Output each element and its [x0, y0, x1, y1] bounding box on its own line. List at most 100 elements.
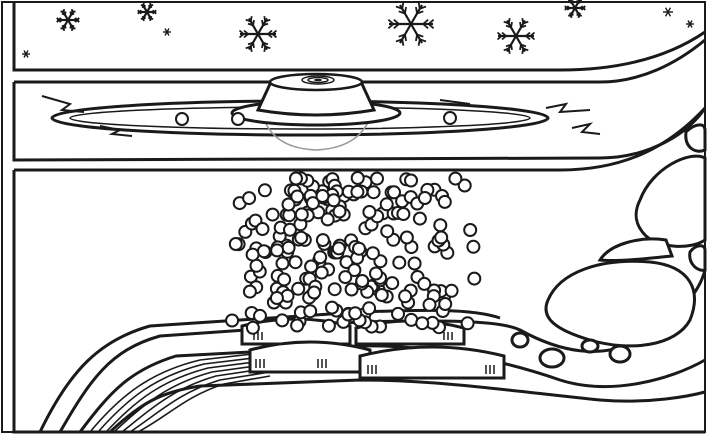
floating-deicer-icon	[230, 72, 402, 151]
air-bubble-icon	[463, 223, 478, 237]
air-bubble-icon	[332, 204, 347, 219]
air-bubble-icon	[249, 258, 264, 273]
air-bubble-icon	[257, 183, 272, 198]
air-bubble-icon	[291, 281, 306, 296]
snowflake-icon	[163, 28, 171, 36]
snowflake-icon	[564, 0, 586, 19]
air-bubble-icon	[374, 288, 389, 302]
air-bubble-icon	[290, 318, 305, 333]
air-bubble-icon	[417, 276, 432, 291]
snowflake-icon	[387, 2, 435, 46]
rock-icon	[510, 123, 707, 369]
air-bubble-icon	[303, 304, 318, 319]
air-bubble-icon	[387, 185, 401, 200]
air-bubble-icon	[460, 316, 475, 331]
frame-border	[1, 1, 706, 433]
air-bubble-icon	[294, 230, 309, 245]
air-bubble-icon	[304, 259, 319, 274]
air-bubble-icon	[290, 189, 305, 204]
air-bubble-icon	[315, 233, 330, 248]
underwater-panel	[12, 106, 707, 434]
air-bubble-icon	[331, 241, 346, 256]
snowflake-icon	[56, 8, 80, 32]
diffuser-front-right	[358, 345, 506, 380]
air-bubble-icon	[320, 212, 335, 227]
air-bubble-icon	[281, 197, 296, 212]
air-bubble-icon	[444, 283, 459, 298]
air-bubble-icon	[327, 282, 342, 297]
air-bubble-icon	[467, 271, 482, 286]
air-bubble-icon	[366, 185, 381, 200]
air-bubble-icon	[313, 250, 328, 265]
air-bubble-icon	[434, 230, 449, 245]
snowflake-icon	[686, 20, 694, 28]
air-bubble-icon	[265, 207, 280, 222]
air-bubble-icon	[315, 189, 330, 203]
air-bubble-icon	[225, 313, 240, 328]
air-bubble-icon	[362, 205, 377, 219]
air-bubble-icon	[307, 285, 322, 300]
air-bubble-icon	[314, 265, 329, 280]
air-bubble-icon	[325, 300, 339, 315]
air-bubble-icon	[289, 171, 303, 186]
air-bubble-icon	[379, 197, 394, 212]
snowflake-icon	[663, 7, 673, 17]
air-bubble-icon	[438, 297, 453, 311]
air-bubble-icon	[305, 196, 320, 211]
air-bubble-icon	[275, 256, 290, 271]
air-bubble-icon	[256, 244, 271, 259]
air-bubble-icon	[348, 306, 363, 321]
air-bubble-icon	[422, 297, 437, 312]
air-bubble-icon	[407, 256, 422, 271]
air-bubble-icon	[269, 291, 284, 305]
air-bubble-icon	[404, 173, 418, 188]
air-bubble-icon	[326, 193, 341, 208]
air-bubble-icon	[355, 274, 370, 288]
snowflake-icon	[238, 16, 278, 52]
air-bubble-icon	[255, 222, 270, 236]
air-bubble-icon	[433, 218, 448, 233]
air-tubing-icon	[89, 351, 271, 433]
air-bubble-icon	[321, 318, 336, 333]
air-bubble-icon	[245, 247, 260, 262]
air-bubble-icon	[283, 222, 297, 237]
air-bubble-icon	[437, 194, 452, 209]
air-bubble-icon	[228, 237, 243, 251]
snowflake-icon	[22, 50, 30, 58]
air-bubble-icon	[338, 270, 353, 285]
air-bubble-icon	[281, 240, 296, 255]
air-bubble-icon	[365, 246, 380, 261]
air-bubble-icon	[288, 255, 303, 270]
snowflake-icon	[496, 18, 536, 54]
air-bubble-icon	[362, 301, 377, 316]
air-bubble-icon	[352, 241, 366, 256]
air-bubble-icon	[245, 320, 260, 335]
air-bubble-icon	[242, 191, 257, 206]
air-bubble-icon	[399, 230, 414, 245]
air-bubble-icon	[392, 255, 407, 270]
air-bubble-icon	[277, 272, 292, 287]
air-bubble-icon	[398, 289, 413, 304]
air-bubble-icon	[448, 171, 463, 186]
air-bubble-icon	[253, 308, 267, 323]
air-bubble-icon	[294, 207, 309, 222]
air-bubble-icon	[270, 243, 285, 258]
air-bubble-icon	[242, 284, 257, 299]
air-bubble-icon	[412, 211, 427, 226]
ice-crack-icon	[41, 95, 601, 137]
air-bubble-icon	[350, 184, 365, 199]
snowflake-icon	[137, 2, 157, 22]
air-bubbles-cluster	[225, 171, 482, 335]
winter-sky-panel	[2, 0, 706, 72]
diffuser-front-left	[248, 340, 372, 374]
air-bubble-icon	[369, 266, 383, 281]
air-bubble-icon	[385, 276, 400, 291]
air-bubble-icon	[417, 191, 432, 205]
air-bubble-icon	[350, 171, 365, 185]
air-bubble-icon	[415, 316, 430, 331]
air-bubble-icon	[391, 306, 405, 321]
air-bubble-icon	[396, 207, 411, 221]
air-bubble-icon	[457, 178, 472, 193]
